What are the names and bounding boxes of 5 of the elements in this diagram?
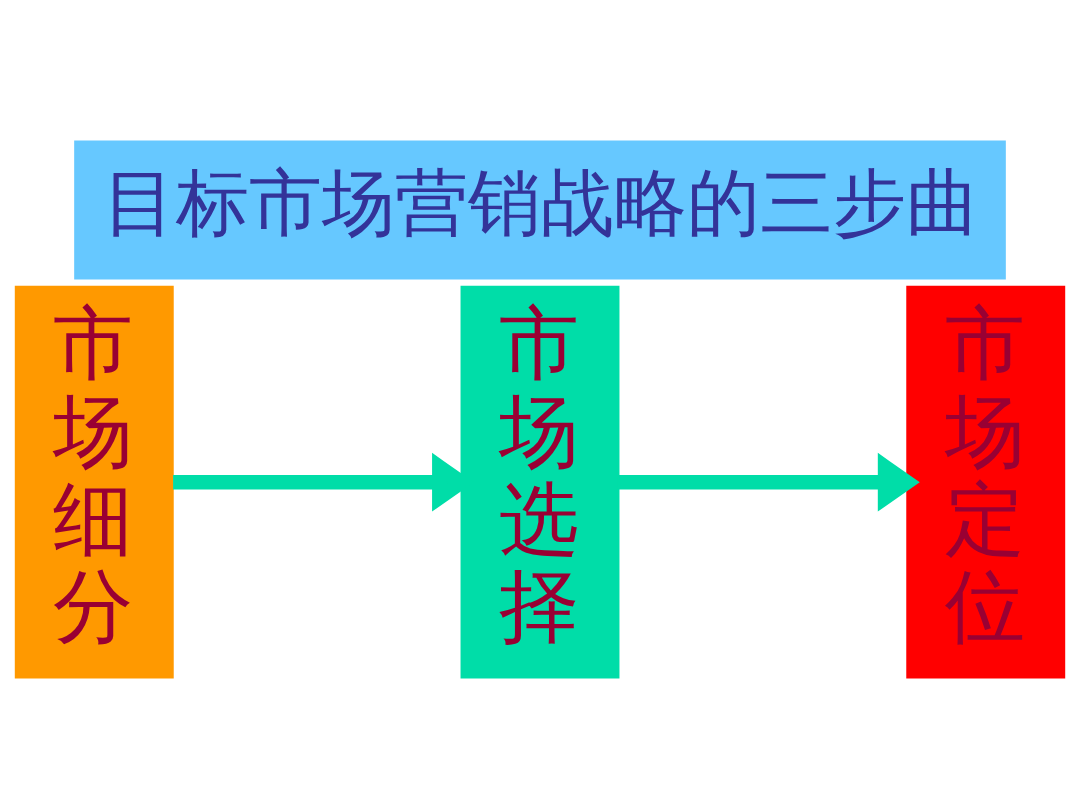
node-box: 市场细分 xyxy=(14,285,174,679)
diagram-title: 目标市场营销战略的三步曲 xyxy=(103,159,980,245)
arrow xyxy=(618,452,920,512)
node-box: 市场定位 xyxy=(906,285,1066,679)
node-box: 市场选择 xyxy=(460,285,620,679)
